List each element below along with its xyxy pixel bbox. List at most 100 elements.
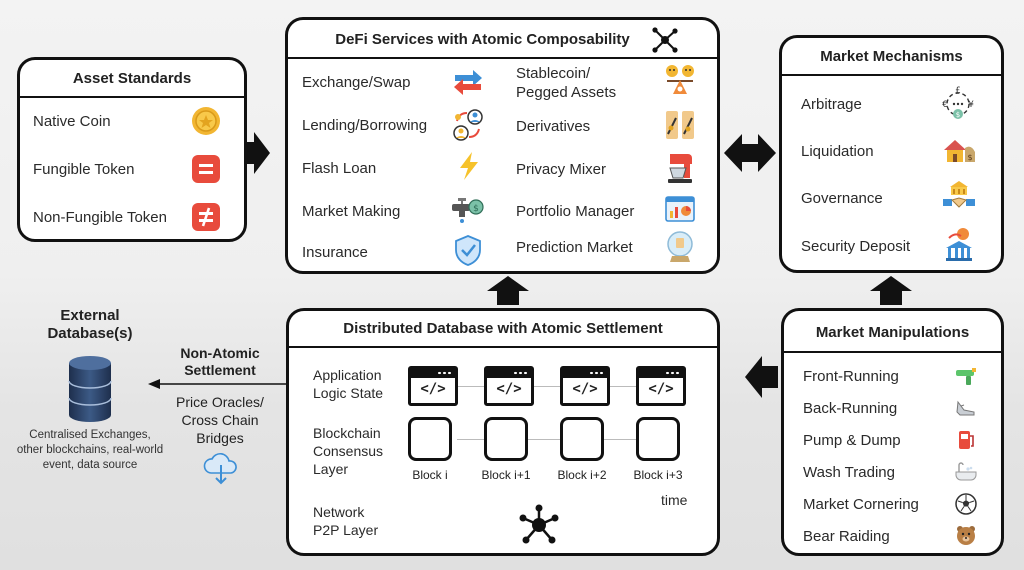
- dashboard-chart-icon: [664, 193, 696, 225]
- defi-item-label: Insurance: [302, 244, 368, 261]
- chain-block: [636, 417, 680, 461]
- asset-standards-panel: Asset Standards Native Coin Fungible Tok…: [17, 57, 247, 242]
- bank-coin-icon: [943, 226, 975, 264]
- soccer-ball-icon: [954, 492, 978, 516]
- equals-sign-icon: [191, 154, 221, 184]
- distributed-database-title: Distributed Database with Atomic Settlem…: [343, 320, 663, 337]
- defi-item-label-line2: Pegged Assets: [516, 84, 617, 101]
- svg-text:¥: ¥: [968, 100, 974, 110]
- gas-pump-icon: [954, 428, 978, 452]
- manipulation-item-label: Pump & Dump: [803, 432, 901, 449]
- time-axis-label: time: [661, 492, 688, 508]
- oracle-line: Bridges: [196, 430, 244, 446]
- external-title: External Database(s): [10, 307, 170, 343]
- lightning-icon: [454, 151, 484, 181]
- arrow-manip-to-ddb: [745, 356, 778, 398]
- svg-text:$: $: [967, 153, 972, 162]
- network-node-icon: [651, 26, 679, 54]
- oracle-line: Cross Chain: [181, 412, 259, 428]
- defi-item-label: Prediction Market: [516, 239, 633, 256]
- chain-block: [408, 417, 452, 461]
- layer-label-line: Network: [313, 504, 365, 520]
- gold-coin-icon: [191, 106, 221, 136]
- app-state-block: </>: [408, 366, 458, 406]
- defi-item-label: Derivatives: [516, 118, 591, 135]
- contract-icon: [664, 108, 696, 142]
- external-title-line1: External: [60, 307, 120, 324]
- teddy-bear-icon: [954, 524, 978, 548]
- house-money-icon: $: [941, 134, 977, 166]
- asset-item-label: Non-Fungible Token: [33, 209, 167, 226]
- defi-item-label-line1: Stablecoin/: [516, 65, 591, 82]
- external-desc-line: event, data source: [42, 459, 138, 471]
- shield-check-icon: [454, 234, 482, 266]
- manipulation-item-label: Bear Raiding: [803, 528, 890, 545]
- defi-item-label: Market Making: [302, 203, 401, 220]
- coin-faucet-icon: $: [450, 194, 486, 224]
- svg-text:$: $: [473, 204, 479, 214]
- external-desc-line: other blockchains, real-world: [16, 444, 164, 456]
- defi-item-label: Privacy Mixer: [516, 161, 607, 178]
- mechanism-item-label: Security Deposit: [801, 238, 911, 255]
- asset-standards-title: Asset Standards: [72, 70, 192, 87]
- block-label: Block i+2: [557, 468, 607, 482]
- p2p-network-icon: [518, 504, 560, 546]
- manipulation-item-label: Back-Running: [803, 400, 898, 417]
- not-equal-sign-icon: [191, 202, 221, 232]
- market-manipulations-title: Market Manipulations: [815, 324, 970, 341]
- layer-label-line: Application: [313, 367, 382, 383]
- app-state-block: </>: [484, 366, 534, 406]
- balance-scale-icon: [664, 62, 696, 96]
- defi-item-label: Portfolio Manager: [516, 203, 635, 220]
- chain-block: [484, 417, 528, 461]
- defi-services-panel: DeFi Services with Atomic Composability …: [285, 17, 720, 274]
- market-manipulations-panel: Market Manipulations Front-Running Back-…: [781, 308, 1004, 556]
- stand-mixer-icon: [664, 150, 696, 186]
- external-description: Centralised Exchanges, other blockchains…: [0, 428, 180, 473]
- layer-label-line: Blockchain: [313, 425, 381, 441]
- arrow-manip-to-mechanisms: [870, 276, 912, 305]
- currency-exchange-icon: £ € ¥ $: [941, 86, 975, 122]
- layer-label-line: Layer: [313, 461, 349, 477]
- sneaker-icon: [954, 396, 978, 420]
- defi-item-label: Exchange/Swap: [302, 74, 411, 91]
- market-mechanisms-title: Market Mechanisms: [820, 48, 963, 65]
- block-label: Block i: [412, 468, 448, 482]
- title-divider: [784, 351, 1001, 353]
- bathtub-icon: [954, 460, 978, 484]
- block-label: Block i+3: [633, 468, 683, 482]
- layer-label-line: P2P Layer: [313, 522, 379, 538]
- oracle-line: Price Oracles/: [176, 394, 264, 410]
- app-state-block: </>: [636, 366, 686, 406]
- mechanism-item-label: Liquidation: [801, 143, 874, 160]
- distributed-database-panel: Distributed Database with Atomic Settlem…: [286, 308, 720, 556]
- chain-block: [560, 417, 604, 461]
- lending-people-icon: [451, 107, 485, 143]
- svg-text:£: £: [955, 86, 961, 96]
- title-divider: [782, 74, 1001, 76]
- asset-item-label: Fungible Token: [33, 161, 135, 178]
- title-divider: [288, 57, 717, 59]
- settlement-line1: Non-Atomic: [180, 345, 260, 361]
- asset-item-label: Native Coin: [33, 113, 111, 130]
- svg-text:€: €: [942, 100, 948, 110]
- market-mechanisms-panel: Market Mechanisms Arbitrage £ € ¥ $ Liquida…: [779, 35, 1004, 273]
- handshake-building-icon: [941, 179, 977, 215]
- oracles-bridges-label: Price Oracles/ Cross Chain Bridges: [160, 393, 280, 447]
- mechanism-item-label: Arbitrage: [801, 96, 862, 113]
- defi-services-title: DeFi Services with Atomic Composability: [335, 31, 630, 48]
- database-icon: [67, 355, 113, 423]
- external-title-line2: Database(s): [47, 325, 133, 342]
- arrow-ext-left-head: [148, 379, 160, 389]
- arrow-defi-mechanisms: [724, 134, 776, 172]
- swap-arrows-icon: [451, 67, 485, 97]
- manipulation-item-label: Wash Trading: [803, 464, 895, 481]
- manipulation-item-label: Front-Running: [803, 368, 899, 385]
- defi-item-label: Flash Loan: [302, 160, 377, 177]
- crystal-ball-icon: [665, 230, 695, 264]
- title-divider: [20, 96, 244, 98]
- layer-label-line: Consensus: [313, 443, 384, 459]
- settlement-line2: Settlement: [184, 362, 256, 378]
- svg-text:$: $: [956, 111, 960, 119]
- defi-item-label: Lending/Borrowing: [302, 117, 428, 134]
